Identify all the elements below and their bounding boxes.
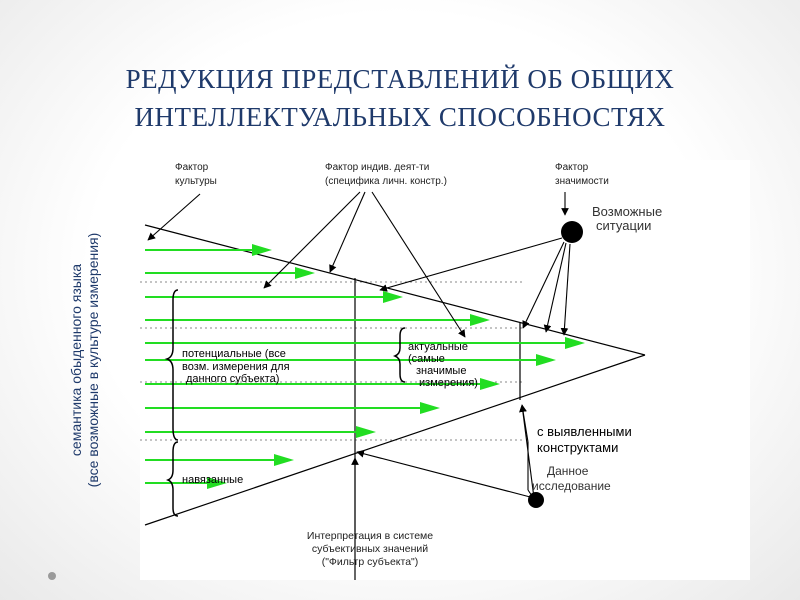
green-arrow-10: [145, 454, 294, 466]
arrow-culture-to-funnel: [147, 193, 201, 241]
situations-dot: [561, 221, 583, 243]
green-arrow-7: [145, 378, 500, 390]
curly-braces: [164, 289, 406, 517]
potential-line-3: данного субъекта): [186, 373, 279, 385]
green-arrow-11: [145, 477, 227, 489]
arrow-situations-3: [560, 243, 571, 336]
arrow-situations-to-interpretation: [379, 237, 563, 292]
slide-title: РЕДУКЦИЯ ПРЕДСТАВЛЕНИЙ ОБ ОБЩИХ ИНТЕЛЛЕК…: [40, 60, 760, 136]
arrow-situations-1: [522, 241, 565, 329]
funnel-bottom-edge: [144, 354, 646, 526]
arrow-study-to-actual: [519, 404, 535, 499]
factor-culture-line-2: культуры: [175, 176, 217, 187]
actual-line-1: актуальные: [408, 341, 468, 353]
green-arrow-5: [145, 337, 585, 349]
brace-actual: [392, 327, 406, 383]
possible-situations-line-1: Возможные: [592, 204, 662, 219]
actual-line-2: (самые: [408, 353, 445, 365]
interpretation-line-3: ("Фильтр субъекта"): [322, 556, 419, 568]
given-study-line-2: исследование: [532, 479, 611, 493]
dashed-guides: [140, 281, 525, 441]
diagram-svg: Фактор культуры Фактор индив. деят-ти (с…: [140, 162, 662, 580]
interpretation-line-1: Интерпретация в системе: [307, 530, 433, 542]
slide-bullet-dot: [48, 572, 56, 580]
potential-line-2: возм. измерения для: [182, 361, 290, 373]
study-dot: [528, 492, 544, 508]
brace-potential: [164, 289, 179, 441]
arrow-individual-to-funnel-2: [329, 191, 366, 273]
green-arrow-2: [145, 267, 315, 279]
slide-title-line-2: ИНТЕЛЛЕКТУАЛЬНЫХ СПОСОБНОСТЯХ: [134, 102, 666, 132]
revealed-line-2: конструктами: [537, 440, 618, 455]
imposed-label: навязанные: [182, 474, 243, 486]
possible-situations-line-2: ситуации: [596, 218, 651, 233]
side-label: семантика обыденного языка (все возможны…: [68, 200, 102, 520]
arrow-individual-to-funnel-1: [263, 191, 361, 289]
arrow-study-to-interpretation: [356, 450, 535, 499]
side-label-line-2: (все возможные в культуре измерения): [85, 232, 101, 488]
green-arrow-9: [145, 426, 376, 438]
actual-line-4: измерения): [419, 377, 478, 389]
annotation-arrows: [147, 191, 571, 532]
factor-significance-line-2: значимости: [555, 176, 609, 187]
factor-individual-line-1: Фактор индив. деят-ти: [325, 162, 429, 173]
slide-title-line-1: РЕДУКЦИЯ ПРЕДСТАВЛЕНИЙ ОБ ОБЩИХ: [125, 64, 675, 94]
green-arrow-3: [145, 291, 403, 303]
potential-line-1: потенциальные (все: [182, 348, 286, 360]
green-arrow-4: [145, 314, 490, 326]
green-arrows: [145, 244, 585, 489]
green-arrow-1: [145, 244, 272, 256]
revealed-line-1: с выявленными: [537, 424, 632, 439]
reduction-diagram: Фактор культуры Фактор индив. деят-ти (с…: [140, 160, 750, 580]
factor-significance-line-1: Фактор: [555, 162, 589, 173]
given-study-line-1: Данное: [547, 464, 589, 478]
actual-line-3: значимые: [416, 365, 466, 377]
arrow-situations-2: [543, 242, 567, 333]
green-arrow-8: [145, 402, 440, 414]
brace-imposed: [165, 441, 179, 517]
factor-culture-line-1: Фактор: [175, 162, 209, 173]
interpretation-line-2: субъективных значений: [312, 543, 428, 555]
arrow-individual-to-actual: [371, 191, 466, 338]
side-label-line-1: семантика обыденного языка: [68, 263, 84, 457]
factor-individual-line-2: (специфика личн. констр.): [325, 175, 447, 187]
green-arrow-6: [145, 354, 556, 366]
